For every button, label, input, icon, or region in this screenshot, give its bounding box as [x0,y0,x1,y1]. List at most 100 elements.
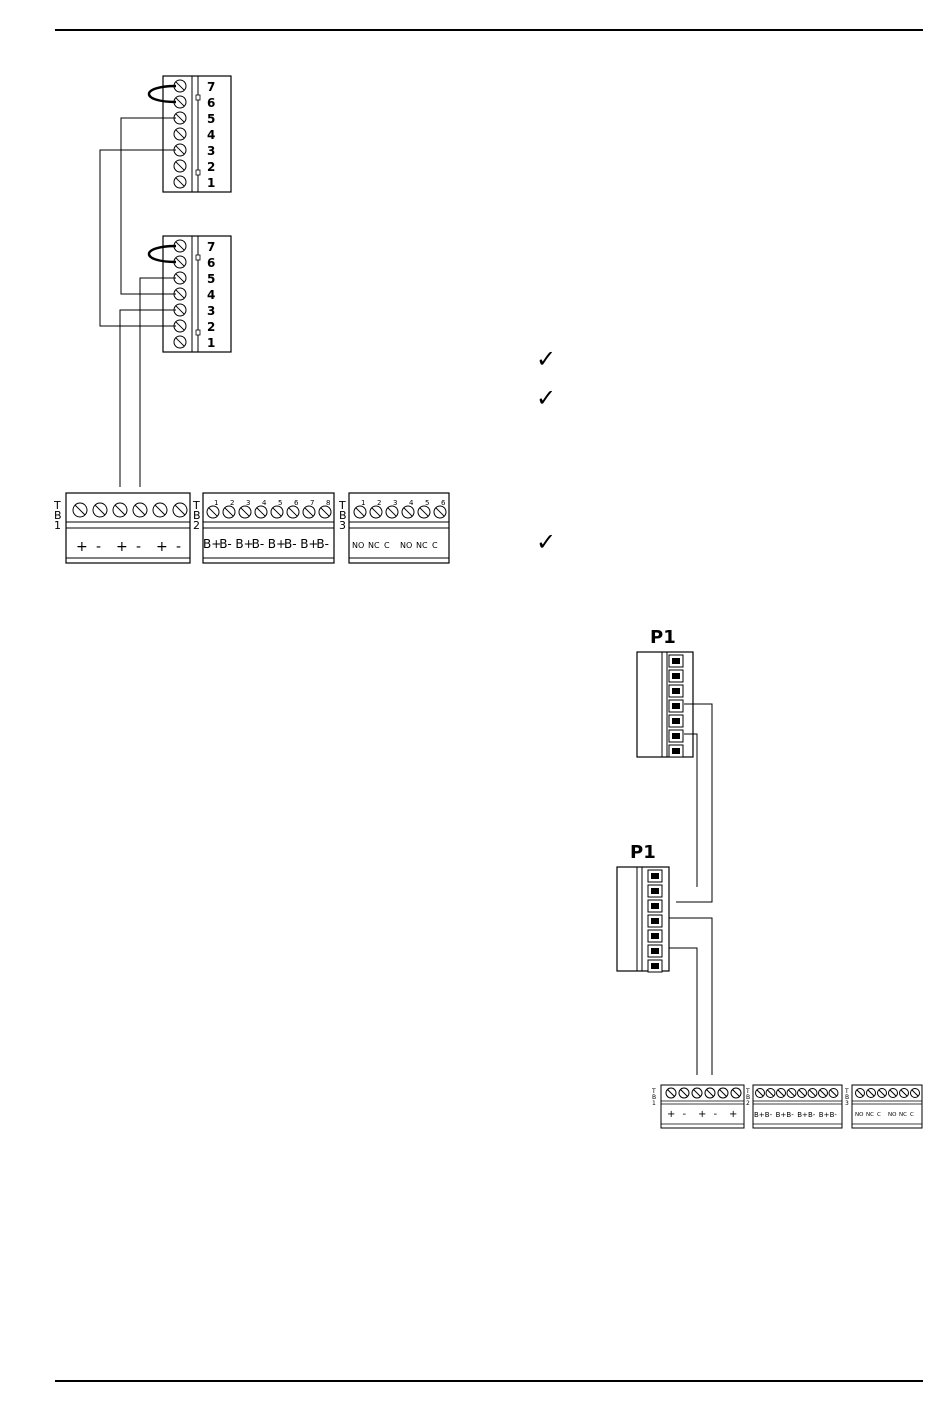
small-tb3-terminal-label: C [877,1112,881,1118]
tb1-block: +-+-+- TB1 [53,493,190,563]
right-wiring [669,704,712,1075]
small-tb1-screw [679,1088,689,1098]
tb1-terminal-label: - [136,539,141,555]
p1-lower-label: P1 [630,842,656,863]
small-tb2-terminal-label: B+ [776,1111,787,1119]
top_block-pin-label: 7 [207,80,215,94]
tb3-screw [418,506,430,518]
mid_block-screw-7 [174,336,186,348]
top_block-pin-label: 1 [207,176,215,190]
p1-upper-pin [669,670,683,682]
small-tb2-screw [777,1089,786,1098]
small-tb3-terminal-label: NC [899,1112,907,1118]
small-tb2-terminal-label: B+ [819,1111,830,1119]
tb3-terminal-label: NO [352,541,364,550]
tb2-number: 1 [214,499,218,507]
tb3-terminal-label: NO [400,541,412,550]
small_tb3-label-char: 3 [845,1100,849,1107]
small-tb1-block: +-+-+ TB1 [651,1085,744,1128]
small-tb3-screw [856,1089,865,1098]
tb1-screw [153,503,167,517]
small_tb2-label-char: 2 [746,1100,750,1107]
tb2-number: 7 [310,499,314,507]
mid_block-pin-label: 3 [207,304,215,318]
small-tb1-terminal-label: + [729,1109,737,1120]
tb3-number: 6 [441,499,446,507]
tb1-terminal-label: - [176,539,181,555]
small-tb1-terminal-label: + [698,1109,706,1120]
tb3-number: 2 [377,499,381,507]
small-tb3-terminal-label: NC [866,1112,874,1118]
tb2-number: 4 [262,499,267,507]
tb2-number: 3 [246,499,250,507]
small-tb2-screw [787,1089,796,1098]
tb3-number: 4 [409,499,414,507]
mid_block-pin-label: 6 [207,256,215,270]
small-tb2-screw [819,1089,828,1098]
top_block-screw-4 [174,128,186,140]
tb2-screw [223,506,235,518]
p1-upper-pin [669,655,683,667]
small-tb2-terminal-label: B- [830,1111,838,1119]
small-tb3-screw [900,1089,909,1098]
tb2-terminal-label: B- [252,537,265,551]
tb2-screw [287,506,299,518]
tb3-number: 3 [393,499,397,507]
tb3-screw [434,506,446,518]
tb2-screw [239,506,251,518]
small-tb1-screw [705,1088,715,1098]
p1-upper-pin [669,745,683,757]
tb3-screw [354,506,366,518]
small-tb2-terminal-label: B+ [754,1111,765,1119]
mid_block-pin-label: 1 [207,336,215,350]
p1-lower-pin [648,945,662,957]
p1-upper-pin [669,685,683,697]
tb2-number: 6 [294,499,299,507]
tb2-label-char: 2 [193,519,200,532]
mid_block-pin-label: 7 [207,240,215,254]
tb1-screw [173,503,187,517]
tb3-label: TB3 [338,499,347,532]
tb2-screw [271,506,283,518]
p1-lower-pin [648,900,662,912]
tb3-screw [386,506,398,518]
top_block-screw-6 [174,160,186,172]
small-tb2-terminal-label: B- [765,1111,773,1119]
tb2-screw [255,506,267,518]
small-tb1-screw [692,1088,702,1098]
mid_block-pin-label: 5 [207,272,215,286]
tb3-number: 5 [425,499,429,507]
small-tb3-screw [867,1089,876,1098]
small-tb1-terminal-label: - [714,1109,718,1120]
tb1-terminal-label: + [116,539,128,555]
tb2-terminal-label: B- [284,537,297,551]
small-tb3-screw [889,1089,898,1098]
small-tb2-block: B+B-B+B-B+B-B+B- TB2 [745,1085,842,1128]
tb1-label-char: 1 [54,519,61,532]
p1-upper-pin [669,730,683,742]
p1-lower-pins [648,870,662,972]
small-tb3-label: TB3 [844,1088,849,1107]
small-tb1-label: TB1 [651,1088,656,1107]
tb3-label-char: 3 [339,519,346,532]
tb2-terminal-label: B- [316,537,329,551]
mid_block-pin-label: 2 [207,320,215,334]
small-tb2-label: TB2 [745,1088,750,1107]
tb1-screw [73,503,87,517]
p1-lower-pin [648,960,662,972]
p1-upper-label: P1 [650,627,676,648]
p1-lower-pin [648,870,662,882]
top_block-pin-label: 6 [207,96,215,110]
small-tb2-screw [808,1089,817,1098]
small-tb3-screw [878,1089,887,1098]
small-tb3-terminal-label: NO [855,1112,864,1118]
tb3-terminal-label: NC [368,541,380,550]
tb1-terminal-label: + [76,539,88,555]
tb2-screw [207,506,219,518]
tb3-terminal-label: C [432,541,438,550]
checkmark-1: ✓ [536,345,556,373]
p1-lower-pin [648,930,662,942]
